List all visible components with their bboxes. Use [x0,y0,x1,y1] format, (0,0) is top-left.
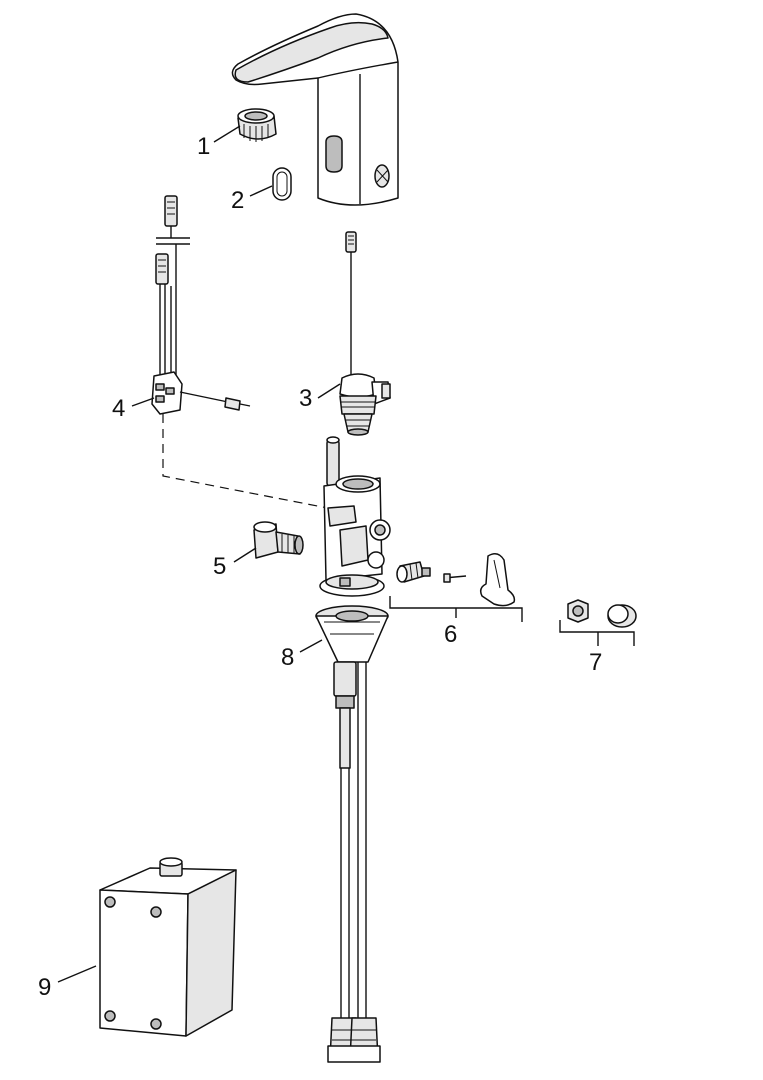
control-electronics [151,195,251,415]
handle-set [396,553,516,607]
cartridge [253,521,304,559]
connection-dashed-line [162,414,339,511]
callout-1: 1 [197,133,210,160]
power-supply-box [99,857,237,1037]
valve-body [319,436,391,597]
faucet-body [231,13,399,206]
solenoid-valve [339,231,391,436]
callout-2: 2 [231,187,244,214]
callout-7: 7 [589,649,602,676]
callout-9: 9 [38,974,51,1001]
callout-3: 3 [299,385,312,412]
leader-lines [57,125,635,983]
callout-8: 8 [281,644,294,671]
callout-4: 4 [112,395,125,422]
mounting-set-hoses [315,605,389,1063]
nut-and-cap [567,599,637,628]
sensor-window [272,167,292,201]
callout-5: 5 [213,553,226,580]
callout-6: 6 [444,621,457,648]
aerator [237,108,277,142]
